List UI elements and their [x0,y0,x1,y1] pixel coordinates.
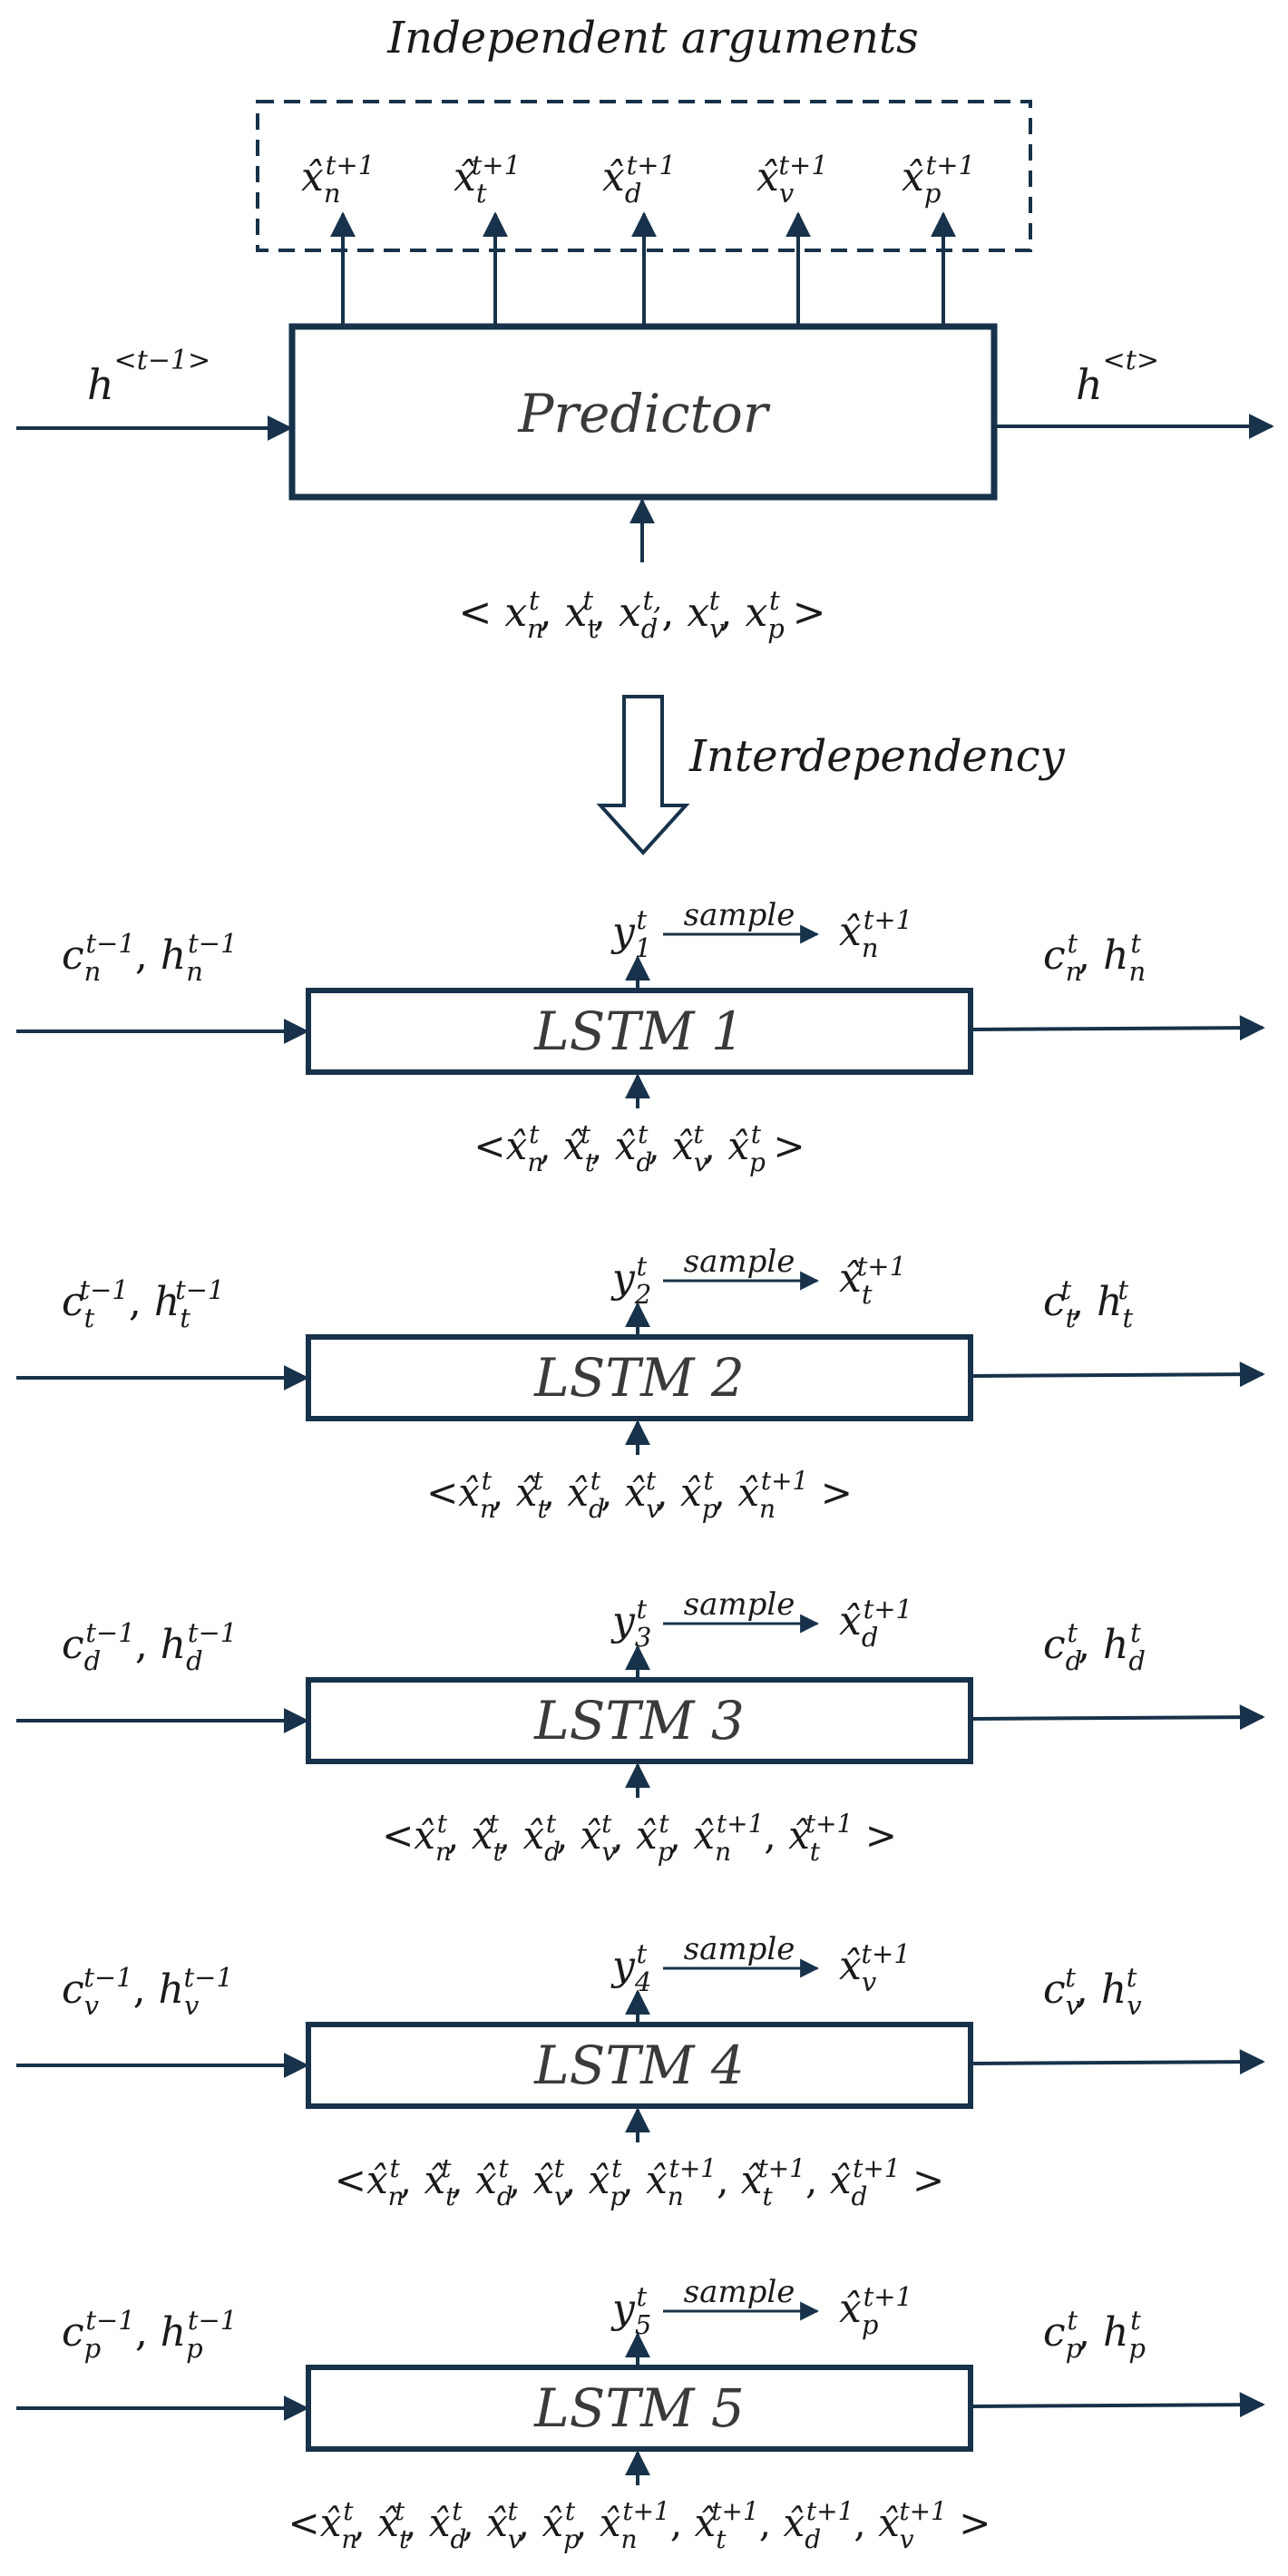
lstm-input-vector: <x̂nt​, x̂tt​, x̂dt​, x̂vt​, x̂pt​, x̂nt… [288,2496,991,2554]
state-in-label: cvt−1​, hvt−1​ [62,1962,233,2021]
interdependency-label: Interdependency [688,731,1066,782]
state-in-label: cnt−1​, hnt−1​ [62,928,238,987]
output-term-t: x̂tt+1​ [454,150,521,209]
lstm-block-1: LSTM 1 cnt−1​, hnt−1​ cnt​, hnt​ y1t​ sample… [16,897,1265,1177]
lstm-stack: LSTM 1 cnt−1​, hnt−1​ cnt​, hnt​ y1t​ sample… [16,897,1265,2554]
state-out-arrow [971,2392,1265,2418]
output-term-v: x̂vt+1​ [756,150,828,209]
output-term-p: x̂pt+1​ [902,150,975,209]
state-out-label: cdt​, hdt​ [1043,1617,1146,1676]
y-output-term: y3t​ [610,1594,651,1653]
sampled-output-term: x̂tt+1​ [839,1251,906,1310]
lstm-block-5: LSTM 5 cpt−1​, hpt−1​ cpt​, hpt​ y5t​ sample… [16,2274,1265,2554]
lstm-input-vector: <x̂nt​, x̂tt​, x̂dt​, x̂vt​, x̂pt​, x̂nt… [335,2153,944,2211]
state-out-arrow [971,1015,1265,1041]
sample-label: sample [684,2274,795,2310]
y-output-term: y5t​ [610,2281,651,2340]
state-out-label: cnt​, hnt​ [1043,928,1146,987]
sample-label: sample [684,1244,795,1280]
y-output-term: y2t​ [610,1251,651,1310]
sample-label: sample [684,897,795,933]
lstm-input-vector: <x̂nt​, x̂tt​, x̂dt​, x̂vt​, x̂pt​, x̂nt… [382,1809,897,1867]
predictor-input-vector: < xnt​, xtt​, xdt,​, xvt​, xpt​ > [458,585,825,644]
state-out-arrow [971,1704,1265,1731]
y-output-term: y4t​ [610,1938,651,1997]
state-out-arrow [971,1361,1265,1388]
lstm-title: LSTM 4 [533,2034,745,2096]
state-out-label: ctt​, htt​ [1043,1274,1133,1333]
sampled-output-term: x̂nt+1​ [839,904,912,963]
sampled-output-term: x̂pt+1​ [839,2281,912,2340]
lstm-block-3: LSTM 3 cdt−1​, hdt−1​ cdt​, hdt​ y3t​ sample… [16,1586,1265,1867]
top-section: Independent arguments x̂nt+1​ x̂tt+1​ x̂dt… [16,13,1274,644]
lstm-title: LSTM 1 [533,1000,745,1062]
predictor-input-text: < xnt​, xtt​, xdt,​, xvt​, xpt​ > [458,585,825,644]
interdependency-transition: Interdependency [596,695,1066,855]
state-out-arrow [971,2049,1265,2075]
output-term-n: x̂nt+1​ [301,150,375,209]
sampled-output-term: x̂dt+1​ [839,1594,912,1653]
lstm-input-vector: <x̂nt​, x̂tt​, x̂dt​, x̂vt​, x̂pt​, x̂nt… [426,1466,853,1524]
sample-label: sample [684,1931,795,1967]
hidden-state-in-label: h<t−1>​ [87,345,210,409]
independent-arguments-label: Independent arguments [386,13,919,63]
hidden-state-out-label: h<t>​ [1076,345,1159,409]
y-output-term: y1t​ [610,904,651,963]
independent-outputs: x̂nt+1​ x̂tt+1​ x̂dt+1​ x̂vt+1​ x̂pt+1​ [301,150,975,327]
predictor-box [288,323,998,501]
state-in-label: cdt−1​, hdt−1​ [62,1617,237,1676]
output-term-d: x̂dt+1​ [602,150,676,209]
hidden-in-term: h<t−1>​ [87,345,210,409]
lstm-title: LSTM 2 [533,1347,745,1409]
sampled-output-term: x̂vt+1​ [839,1938,911,1997]
lstm-block-2: LSTM 2 ctt−1​, htt−1​ ctt​, htt​ y2t​ sample… [16,1244,1265,1524]
lstm-title: LSTM 5 [533,2377,745,2439]
state-out-label: cpt​, hpt​ [1043,2305,1146,2364]
predictor-label: Predictor [517,383,770,444]
independent-arguments-group [256,100,1032,252]
sample-label: sample [684,1586,795,1623]
lstm-input-vector: <x̂nt​, x̂tt​, x̂dt​, x̂vt​, x̂pt​ > [473,1119,805,1177]
hidden-out-term: h<t>​ [1076,345,1159,409]
state-out-label: cvt​, hvt​ [1043,1962,1142,2021]
interdependency-arrow-icon [596,695,690,855]
lstm-title: LSTM 3 [533,1690,745,1751]
state-in-label: ctt−1​, htt−1​ [62,1274,224,1333]
state-in-label: cpt−1​, hpt−1​ [62,2305,237,2364]
lstm-block-4: LSTM 4 cvt−1​, hvt−1​ cvt​, hvt​ y4t​ sample… [16,1931,1265,2211]
